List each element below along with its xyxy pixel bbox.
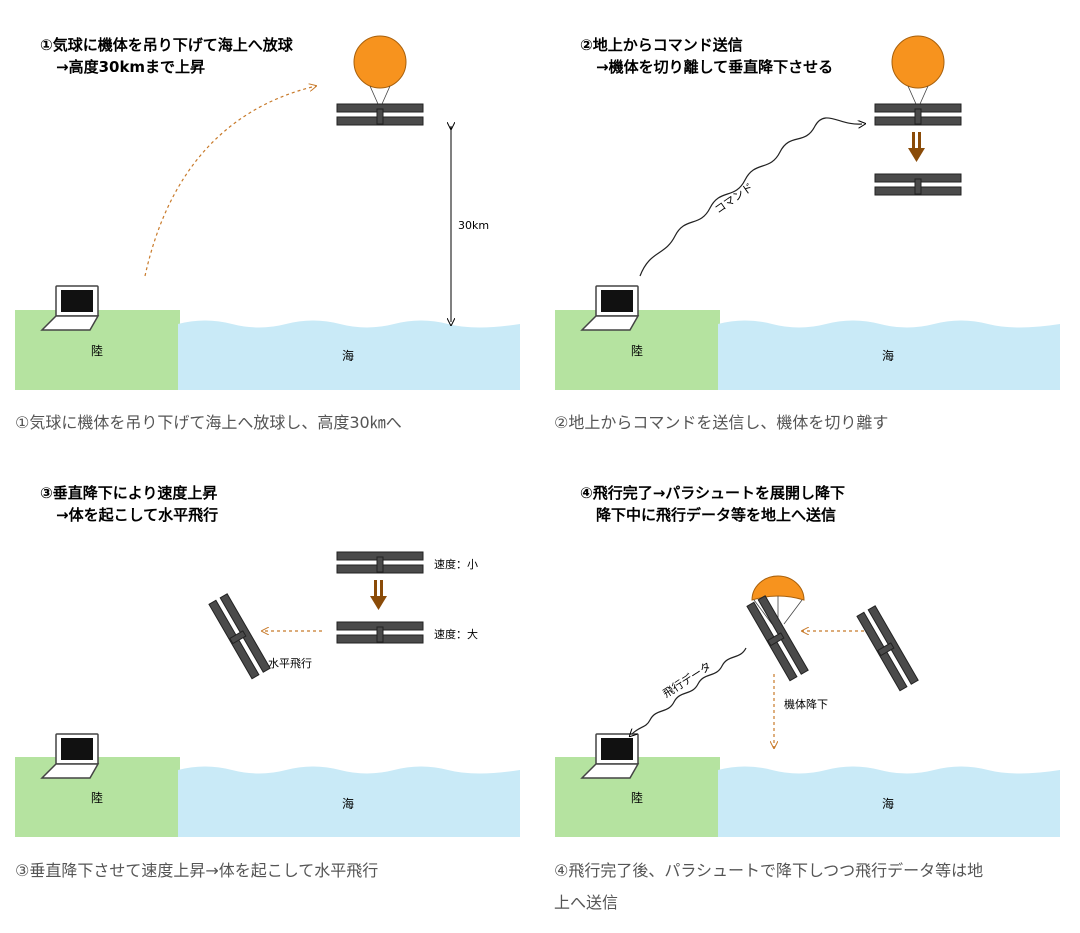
- panel-1-title-line1: ①気球に機体を吊り下げて海上へ放球: [40, 36, 294, 54]
- command-wave-label: コマンド: [712, 181, 755, 217]
- speed-large-label: 速度：大: [434, 627, 478, 641]
- aircraft-icon: [874, 103, 962, 126]
- flight-data-signal-wave: [632, 647, 747, 734]
- panel-2-caption: ②地上からコマンドを送信し、機体を切り離す: [554, 413, 889, 432]
- panel-4-caption-line1: ④飛行完了後、パラシュートで降下しつつ飛行データ等は地: [554, 861, 984, 880]
- balloon-tether-lines: [907, 85, 929, 105]
- panel-4-title-line2: 降下中に飛行データ等を地上へ送信: [596, 506, 836, 524]
- laptop-icon: [41, 285, 99, 331]
- aircraft-icon: [336, 103, 424, 126]
- sea-area: [718, 320, 1060, 390]
- land-label: 陸: [91, 344, 103, 358]
- sea-label: 海: [342, 348, 354, 363]
- panel-3-title-line2: →体を起こして水平飛行: [56, 506, 218, 524]
- panel-2-title-line2: →機体を切り離して垂直降下させる: [596, 58, 833, 76]
- land-area: [555, 757, 720, 837]
- aircraft-fast-icon: [336, 621, 424, 644]
- panel-4-diagram: ④飛行完了→パラシュートを展開し降下 降下中に飛行データ等を地上へ送信 陸 海 …: [555, 484, 1060, 837]
- panel-1-caption: ①気球に機体を吊り下げて海上へ放球し、高度30㎞へ: [15, 413, 402, 432]
- balloon-icon: [891, 35, 945, 89]
- panel-4: ④飛行完了→パラシュートを展開し降下 降下中に飛行データ等を地上へ送信 陸 海 …: [540, 448, 1060, 848]
- horizontal-flight-label: 水平飛行: [268, 657, 312, 670]
- panel-1-title-line2: →高度30kmまで上昇: [56, 58, 205, 76]
- aircraft-slow-icon: [336, 551, 424, 574]
- sea-label: 海: [342, 796, 354, 811]
- panel-3-diagram: ③垂直降下により速度上昇 →体を起こして水平飛行 陸 海 速度：小 速度：大 水…: [15, 484, 520, 837]
- land-label: 陸: [91, 791, 103, 805]
- speed-small-label: 速度：小: [434, 557, 478, 571]
- land-area: [15, 757, 180, 837]
- descent-arrow-icon: [908, 132, 925, 162]
- land-label: 陸: [631, 791, 643, 805]
- panel-1: ①気球に機体を吊り下げて海上へ放球 →高度30kmまで上昇 陸 海 30km: [0, 0, 520, 400]
- laptop-icon: [581, 733, 639, 779]
- laptop-icon: [581, 285, 639, 331]
- balloon-tether-lines: [369, 85, 391, 105]
- aircraft-incoming-icon: [856, 605, 919, 692]
- panel-3-title-line1: ③垂直降下により速度上昇: [40, 484, 217, 502]
- balloon-icon: [353, 35, 407, 89]
- panel-4-caption-line2: 上へ送信: [554, 893, 619, 912]
- panel-3: ③垂直降下により速度上昇 →体を起こして水平飛行 陸 海 速度：小 速度：大 水…: [0, 448, 520, 848]
- command-signal-wave: [639, 117, 862, 277]
- flight-data-wave-label: 飛行データ: [660, 659, 714, 701]
- descent-arrow-icon: [370, 580, 387, 610]
- sea-label: 海: [882, 348, 894, 363]
- sea-label: 海: [882, 796, 894, 811]
- panel-2-title-line1: ②地上からコマンド送信: [580, 36, 743, 54]
- sea-area: [718, 766, 1060, 837]
- detached-aircraft-icon: [874, 173, 962, 196]
- land-area: [15, 310, 180, 390]
- panel-3-caption: ③垂直降下させて速度上昇→体を起こして水平飛行: [15, 861, 379, 880]
- sea-area: [178, 766, 520, 837]
- parachute-icon: [751, 575, 805, 625]
- sea-area: [178, 320, 520, 390]
- descent-label: 機体降下: [784, 697, 828, 711]
- launch-trajectory-arrow: [144, 86, 316, 277]
- panel-1-diagram: ①気球に機体を吊り下げて海上へ放球 →高度30kmまで上昇 陸 海 30km: [15, 35, 520, 390]
- altitude-label: 30km: [458, 219, 489, 232]
- laptop-icon: [41, 733, 99, 779]
- land-area: [555, 310, 720, 390]
- panel-4-title-line1: ④飛行完了→パラシュートを展開し降下: [580, 484, 845, 502]
- panel-2: ②地上からコマンド送信 →機体を切り離して垂直降下させる 陸 海 コマンド: [540, 0, 1060, 400]
- land-label: 陸: [631, 344, 643, 358]
- aircraft-horizontal-icon: [208, 593, 271, 680]
- aircraft-parachute-icon: [746, 595, 809, 682]
- panel-2-diagram: ②地上からコマンド送信 →機体を切り離して垂直降下させる 陸 海 コマンド: [555, 35, 1060, 390]
